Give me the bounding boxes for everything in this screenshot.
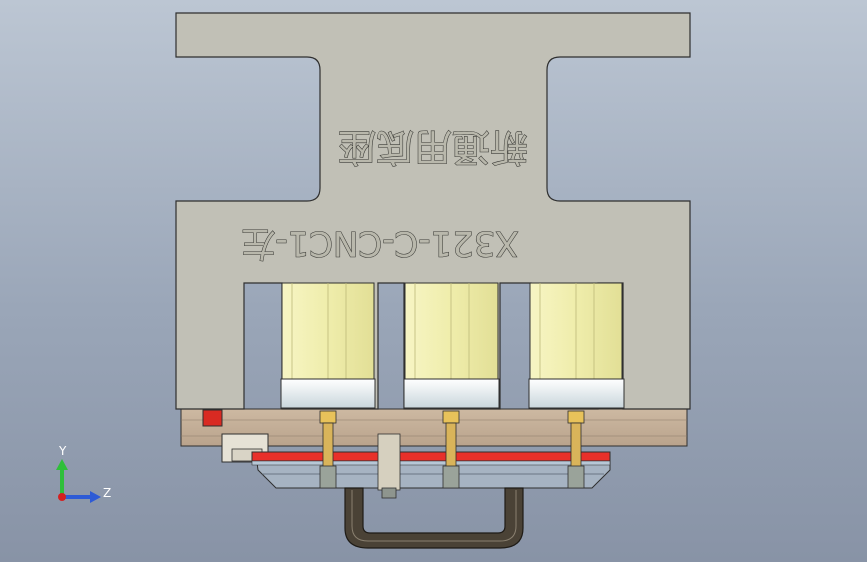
orientation-triad[interactable]: Y Z — [56, 444, 111, 503]
engraving-title: 新通用底座 — [338, 125, 528, 169]
motor-3[interactable] — [528, 282, 625, 409]
shaft-3 — [567, 410, 585, 489]
y-axis-label: Y — [58, 444, 67, 458]
motor-2[interactable] — [403, 282, 500, 409]
lower-plate — [180, 408, 688, 463]
rail-red — [251, 451, 611, 462]
center-bolt — [377, 433, 401, 499]
shaft-1 — [319, 410, 337, 489]
fitting-red — [202, 409, 223, 427]
engraving-code: X321-C-CNC1-左 — [241, 223, 518, 263]
z-arrow-head — [90, 491, 101, 503]
z-axis-label: Z — [103, 486, 111, 500]
triad-origin — [58, 493, 66, 501]
handle[interactable] — [344, 487, 524, 549]
motor-1[interactable] — [280, 282, 376, 409]
engraving-title-group: 新通用底座 — [337, 124, 528, 169]
shaft-2 — [442, 410, 460, 489]
y-arrow-head — [56, 459, 68, 470]
engraving-code-group: X321-C-CNC1-左 — [241, 222, 519, 263]
